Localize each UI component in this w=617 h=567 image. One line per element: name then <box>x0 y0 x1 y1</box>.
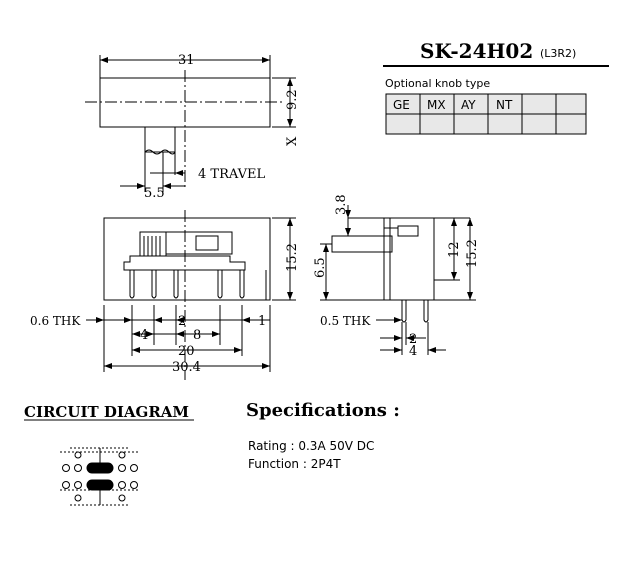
travel-label: 4 TRAVEL <box>198 167 265 182</box>
dim-15-2-side-label: 15.2 <box>465 239 480 268</box>
span-20-label: 20 <box>178 344 195 359</box>
pitch-2-label: 2 <box>178 314 186 329</box>
knob-header-nt: NT <box>496 98 513 112</box>
knob-header-ay: AY <box>461 98 476 112</box>
span-30-4-label: 30.4 <box>172 360 201 375</box>
circuit-title: CIRCUIT DIAGRAM <box>24 403 189 421</box>
model-code: (L3R2) <box>540 47 576 60</box>
thk-0-6-label: 0.6 THK <box>30 314 81 328</box>
specs-title: Specifications : <box>246 400 400 421</box>
knob-header-ge: GE <box>393 98 410 112</box>
dim-3-8-label: 3.8 <box>334 194 349 215</box>
dim-2-side-label: 2 <box>409 332 417 347</box>
pitch-1-label: 1 <box>258 314 266 329</box>
dim-31-label: 31 <box>178 53 195 68</box>
knob-type-table: GE MX AY NT <box>385 93 587 135</box>
side-knob <box>331 235 385 253</box>
dim-9-2-label: 9.2 <box>285 89 300 110</box>
top-view: 31 9.2 X 5.5 4 TRAVEL <box>85 53 300 201</box>
dim-15-2-front-label: 15.2 <box>285 243 300 272</box>
dim-12-label: 12 <box>447 241 462 258</box>
knob-table-caption: Optional knob type <box>385 77 490 90</box>
x-label: X <box>285 136 300 146</box>
side-view: 3.8 6.5 12 15.2 0.5 THK 2 <box>313 194 480 359</box>
spec-rating: Rating : 0.3A 50V DC <box>248 439 374 453</box>
knob-header-mx: MX <box>427 98 446 112</box>
top-knob <box>144 126 176 153</box>
model-title: SK-24H02 <box>420 39 533 63</box>
dim-4-side-label: 4 <box>409 344 417 359</box>
dim-6-5-label: 6.5 <box>313 257 328 278</box>
pitch-8-label: 8 <box>193 328 201 343</box>
dim-5-5-label: 5.5 <box>144 186 165 201</box>
circuit-diagram <box>60 447 140 506</box>
front-housing <box>103 217 271 301</box>
pitch-4-label: 4 <box>140 328 148 343</box>
spec-function: Function : 2P4T <box>248 457 341 471</box>
front-view: 15.2 0.6 THK 2 1 4 8 20 <box>30 210 300 380</box>
side-housing <box>383 217 435 301</box>
front-pins <box>103 270 267 300</box>
thk-0-5-label: 0.5 THK <box>320 314 371 328</box>
